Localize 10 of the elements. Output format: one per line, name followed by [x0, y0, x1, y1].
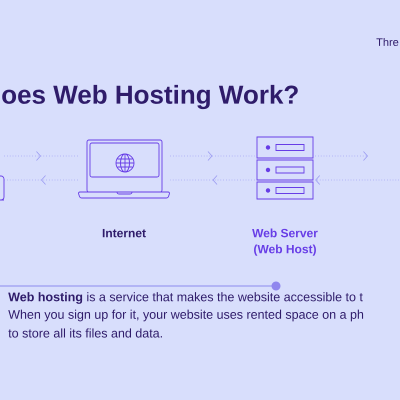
title: oes Web Hosting Work? — [2, 84, 298, 110]
node-caption: Internet — [102, 228, 146, 238]
node-caption: Web Server (Web Host) — [252, 228, 318, 256]
device-drawing — [0, 176, 4, 200]
header-text: Thre — [376, 38, 398, 46]
paragraph-line: Web hosting is a service that makes the website accessible to t — [8, 292, 363, 304]
paragraph-line: When you sign up for it, your website uses rented space on a ph — [8, 310, 364, 322]
paragraph-line: to store all its files and data. — [8, 328, 162, 338]
arrow — [314, 151, 368, 161]
arrow — [314, 175, 400, 185]
